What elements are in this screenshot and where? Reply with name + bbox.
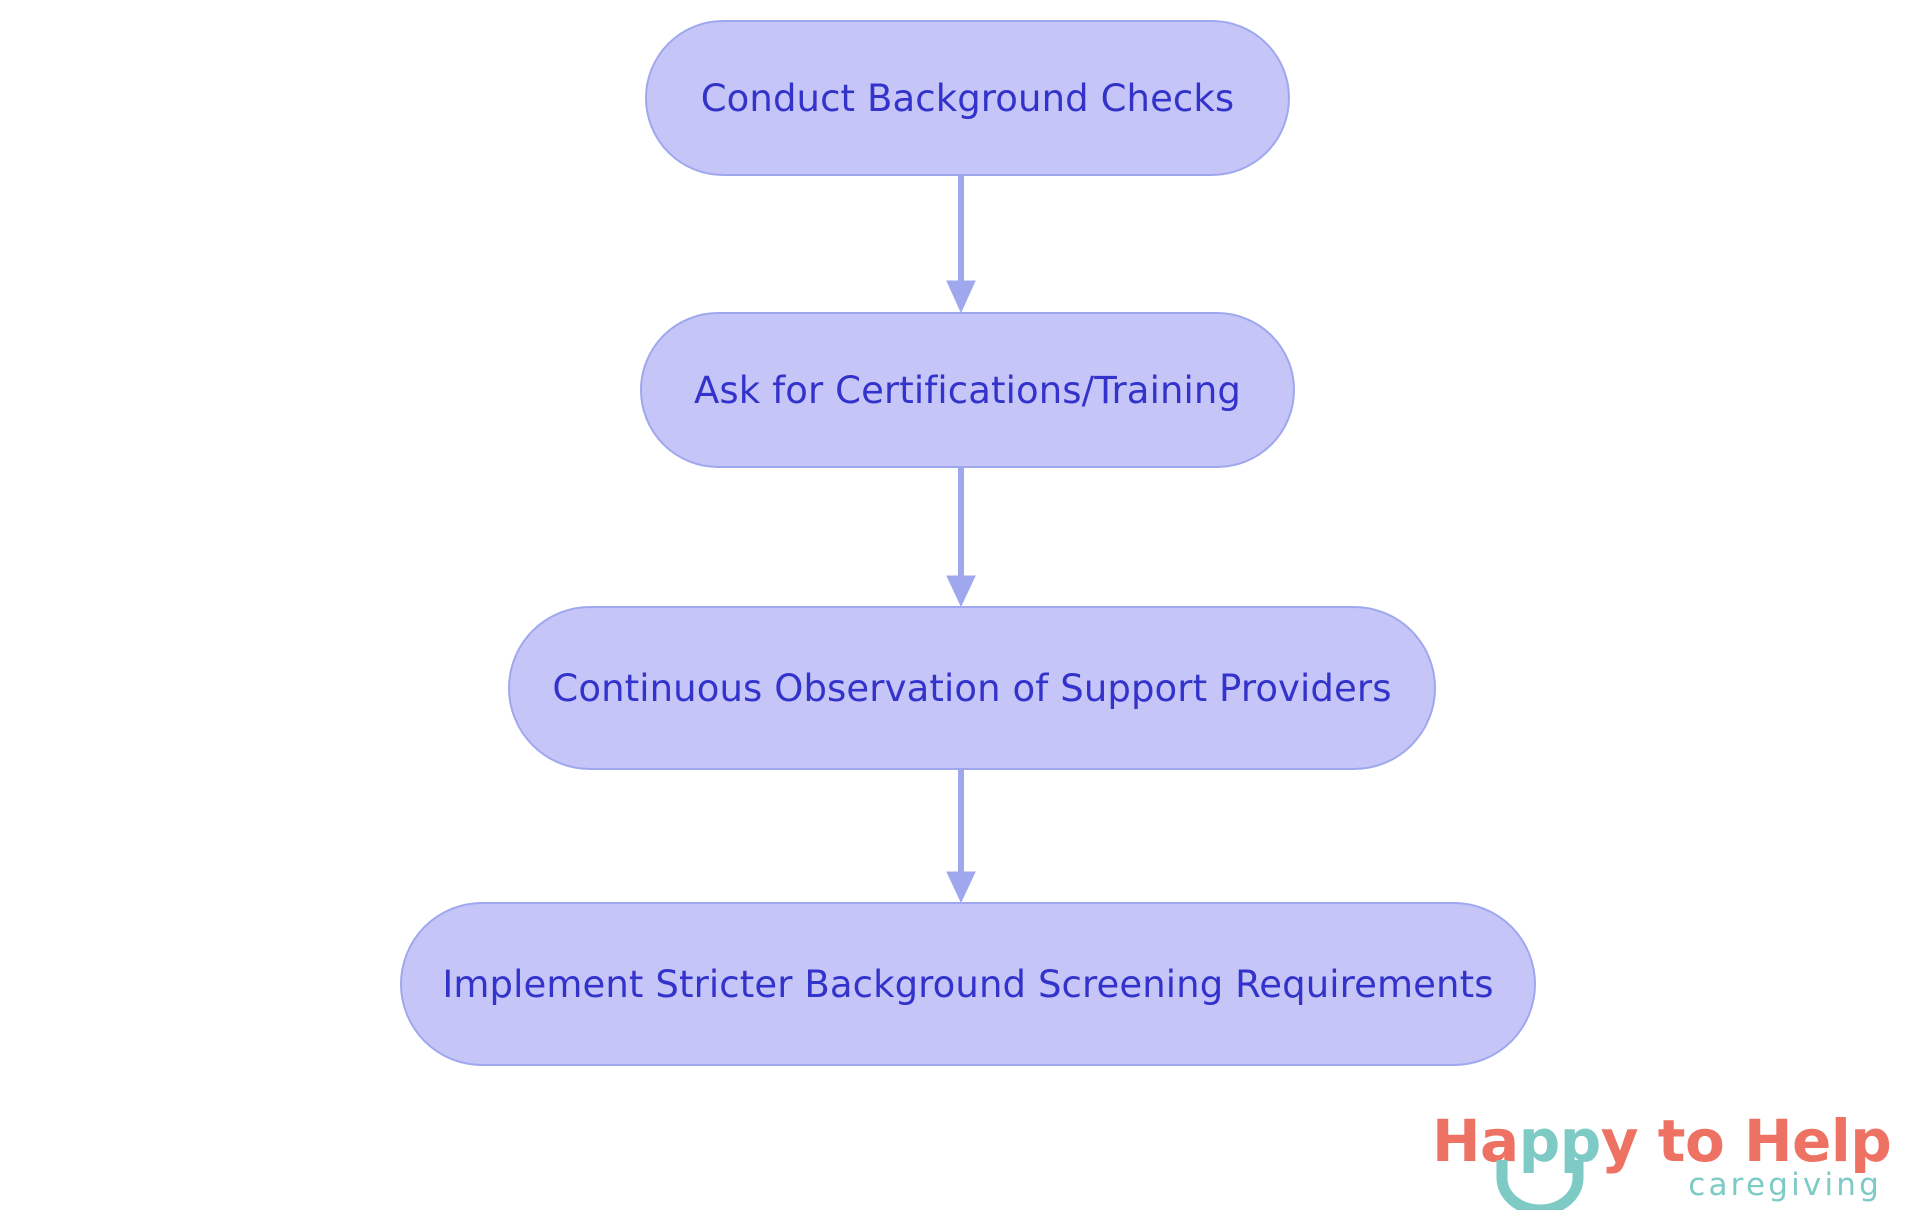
flowchart-node-label: Ask for Certifications/Training bbox=[693, 368, 1242, 412]
logo-tagline: caregiving bbox=[1688, 1167, 1882, 1203]
flowchart-node-label: Conduct Background Checks bbox=[700, 76, 1235, 120]
logo-word-part-2: pp bbox=[1518, 1107, 1602, 1175]
edge-n1-n2 bbox=[946, 176, 976, 314]
logo-word-part-3: y to Help bbox=[1600, 1107, 1892, 1175]
flowchart-node-conduct-background-checks[interactable]: Conduct Background Checks bbox=[645, 20, 1290, 176]
flowchart-node-label: Continuous Observation of Support Provid… bbox=[552, 666, 1392, 710]
flowchart-node-continuous-observation-of-support-providers[interactable]: Continuous Observation of Support Provid… bbox=[508, 606, 1436, 770]
brand-logo: Happy to Help caregiving bbox=[1432, 1112, 1892, 1212]
edge-n2-n3 bbox=[946, 468, 976, 608]
flowchart-node-ask-for-certifications-training[interactable]: Ask for Certifications/Training bbox=[640, 312, 1295, 468]
flowchart-node-implement-stricter-background-screening-requirements[interactable]: Implement Stricter Background Screening … bbox=[400, 902, 1536, 1066]
logo-wordmark: Happy to Help bbox=[1432, 1112, 1892, 1170]
smile-icon bbox=[1496, 1160, 1584, 1210]
edge-n3-n4 bbox=[946, 770, 976, 904]
flowchart-node-label: Implement Stricter Background Screening … bbox=[442, 962, 1494, 1006]
